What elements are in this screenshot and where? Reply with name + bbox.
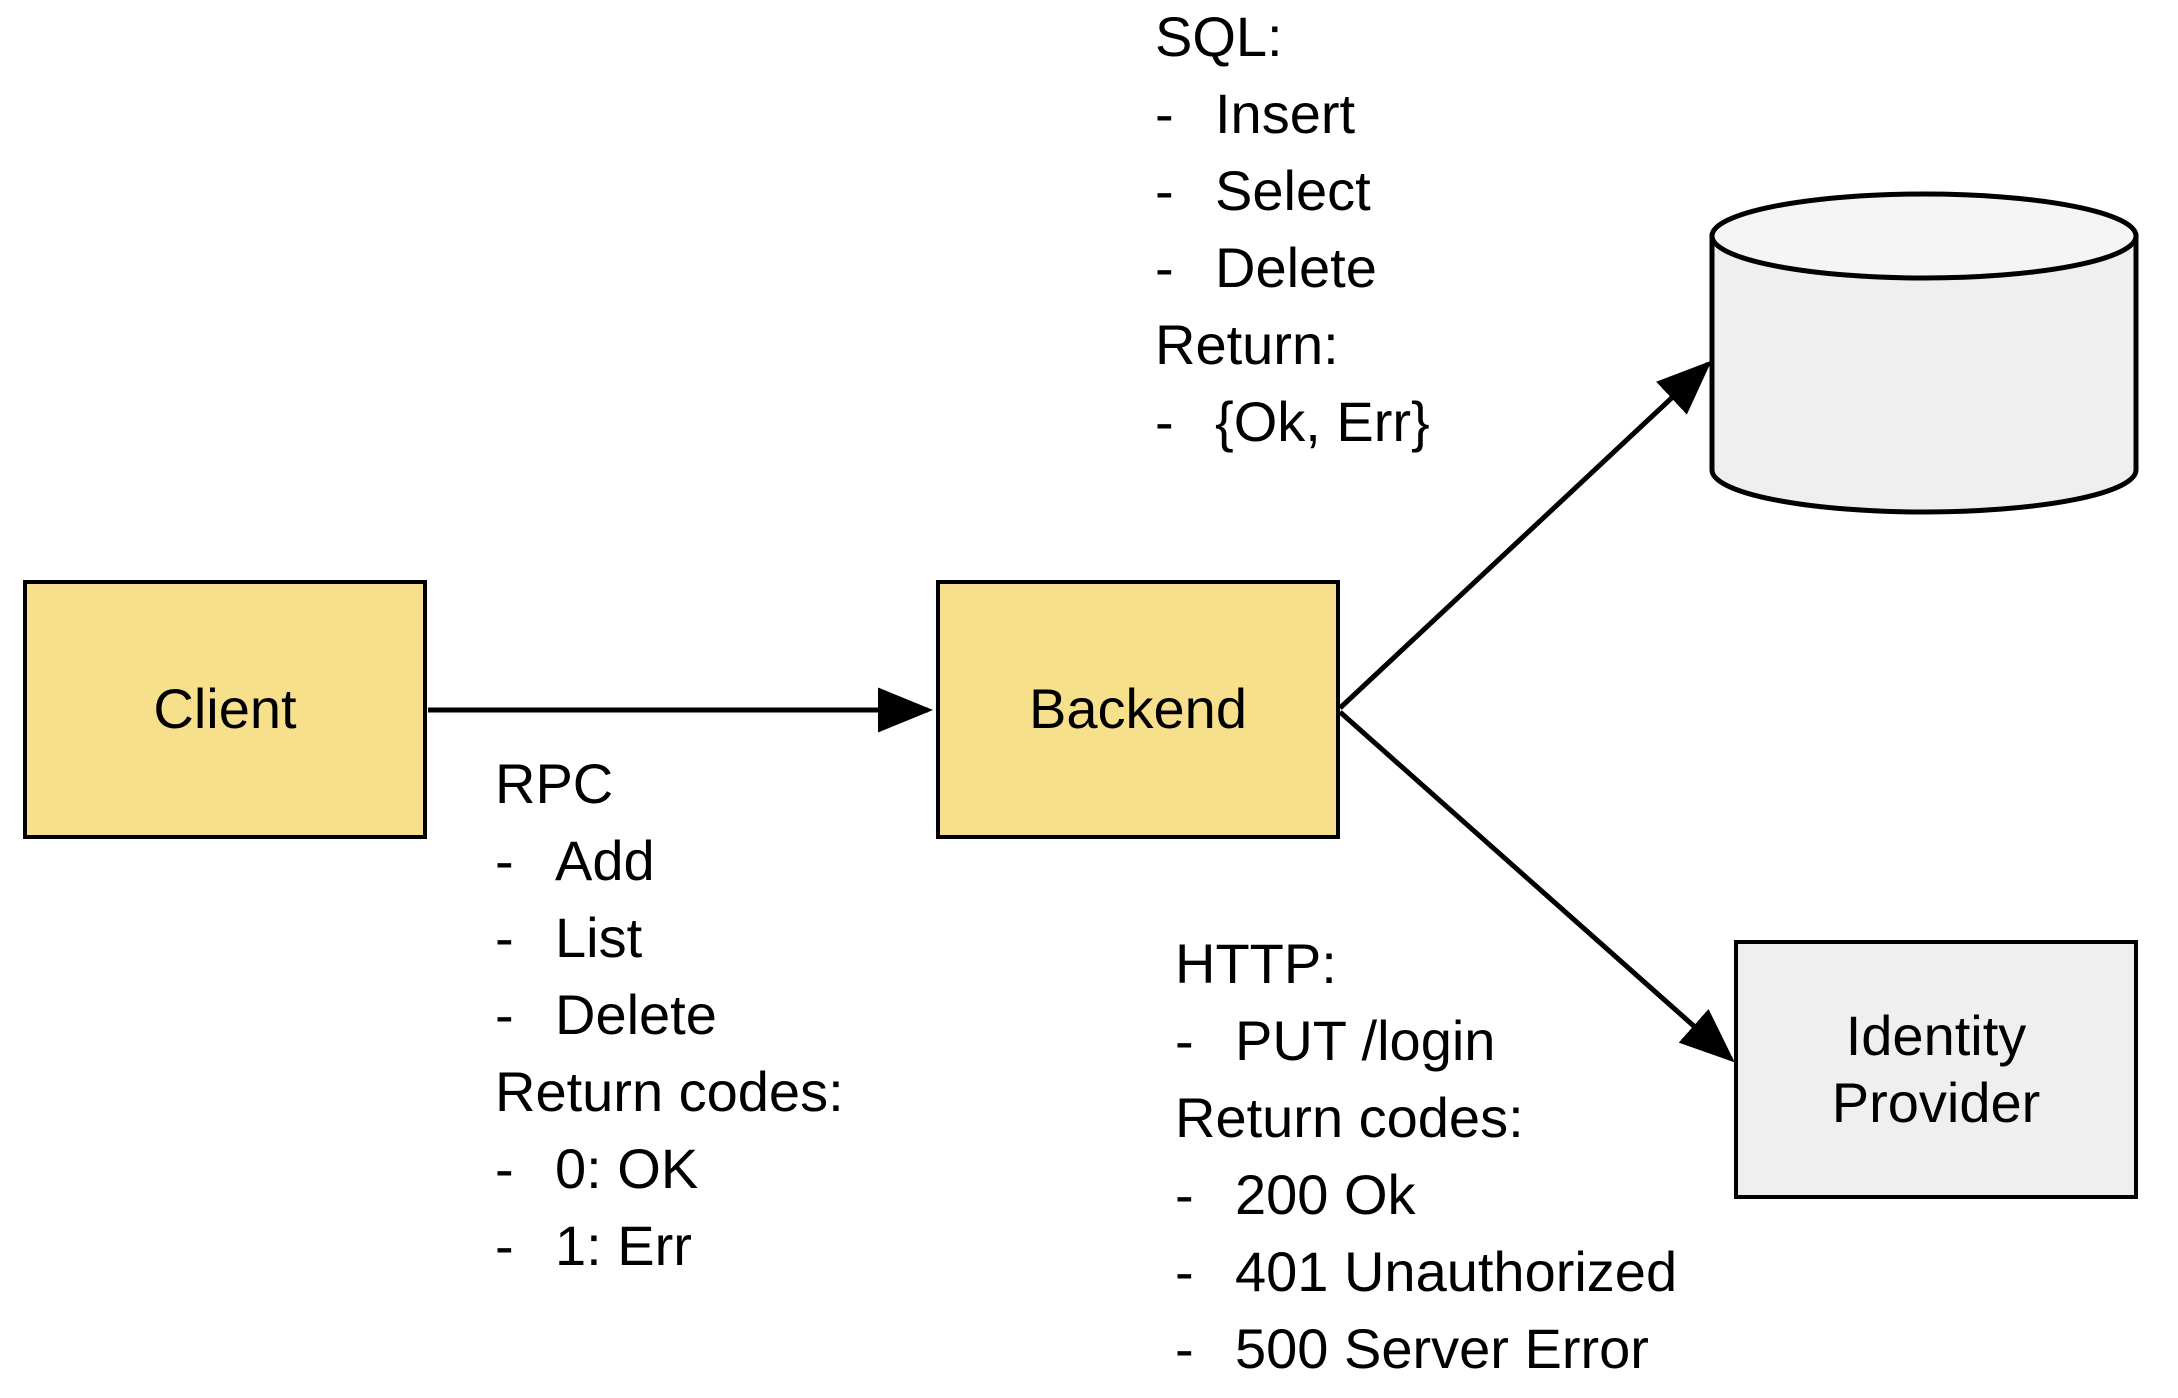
bullet-dash-icon: - bbox=[495, 1137, 514, 1200]
bullet-dash-icon: - bbox=[495, 1214, 514, 1277]
client-node[interactable]: Client bbox=[23, 580, 427, 839]
annotation-sql: SQL: - Insert - Select - Delete Return: … bbox=[1155, 0, 1430, 460]
sql-return-item: - {Ok, Err} bbox=[1155, 383, 1430, 460]
rpc-heading: RPC bbox=[495, 752, 614, 815]
backend-node[interactable]: Backend bbox=[936, 580, 1340, 839]
http-return-item: - 500 Server Error bbox=[1175, 1310, 1677, 1387]
rpc-item: - Delete bbox=[495, 976, 844, 1053]
bullet-dash-icon: - bbox=[1175, 1317, 1194, 1380]
http-return-heading: Return codes: bbox=[1175, 1086, 1524, 1149]
sql-item: - Insert bbox=[1155, 75, 1430, 152]
rpc-return-heading: Return codes: bbox=[495, 1060, 844, 1123]
client-label: Client bbox=[153, 677, 297, 741]
annotation-http: HTTP: - PUT /login Return codes: - 200 O… bbox=[1175, 925, 1677, 1387]
rpc-return-item: - 0: OK bbox=[495, 1130, 844, 1207]
db-node[interactable]: DB bbox=[1706, 188, 2142, 518]
sql-return-heading: Return: bbox=[1155, 313, 1339, 376]
edge-backend-to-identity-provider bbox=[1338, 710, 1735, 1063]
edge-backend-to-db bbox=[1338, 360, 1712, 710]
http-return-item: - 200 Ok bbox=[1175, 1156, 1677, 1233]
bullet-dash-icon: - bbox=[1175, 1240, 1194, 1303]
rpc-item: - Add bbox=[495, 822, 844, 899]
identity-provider-label: Identity Provider bbox=[1831, 1004, 2041, 1134]
db-cylinder-shape bbox=[1709, 191, 2139, 515]
backend-label: Backend bbox=[1029, 677, 1247, 741]
bullet-dash-icon: - bbox=[1175, 1163, 1194, 1226]
sql-item: - Delete bbox=[1155, 229, 1430, 306]
http-return-item: - 401 Unauthorized bbox=[1175, 1233, 1677, 1310]
bullet-dash-icon: - bbox=[1155, 82, 1174, 145]
rpc-item: - List bbox=[495, 899, 844, 976]
sql-item: - Select bbox=[1155, 152, 1430, 229]
sql-heading: SQL: bbox=[1155, 5, 1283, 68]
rpc-return-item: - 1: Err bbox=[495, 1207, 844, 1284]
bullet-dash-icon: - bbox=[1155, 236, 1174, 299]
http-heading: HTTP: bbox=[1175, 932, 1337, 995]
http-item: - PUT /login bbox=[1175, 1002, 1677, 1079]
annotation-rpc: RPC - Add - List - Delete Return codes: … bbox=[495, 745, 844, 1284]
bullet-dash-icon: - bbox=[495, 983, 514, 1046]
bullet-dash-icon: - bbox=[495, 906, 514, 969]
bullet-dash-icon: - bbox=[495, 829, 514, 892]
bullet-dash-icon: - bbox=[1155, 159, 1174, 222]
bullet-dash-icon: - bbox=[1175, 1009, 1194, 1072]
bullet-dash-icon: - bbox=[1155, 390, 1174, 453]
identity-provider-node[interactable]: Identity Provider bbox=[1734, 940, 2138, 1199]
